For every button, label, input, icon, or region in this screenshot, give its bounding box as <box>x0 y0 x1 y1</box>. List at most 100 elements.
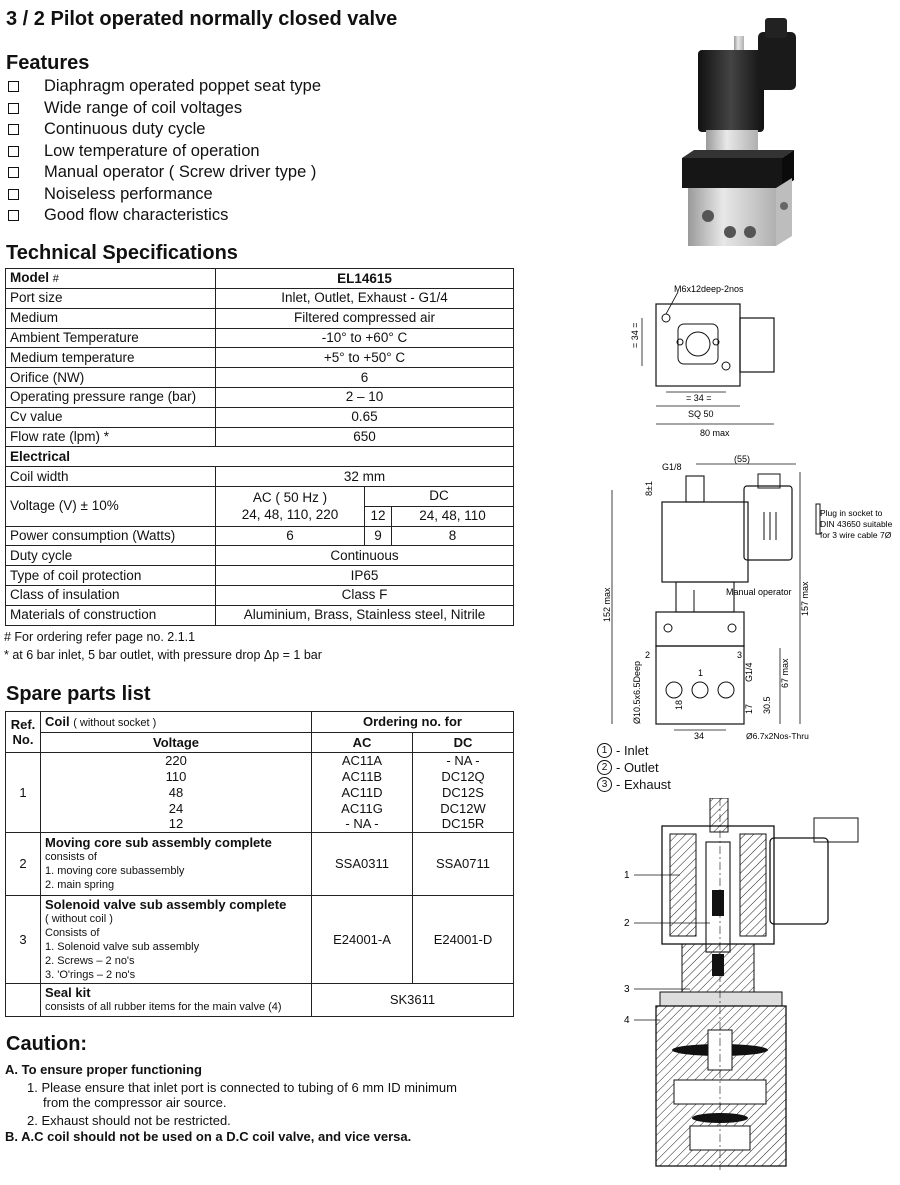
ref-cell: 3 <box>5 895 41 984</box>
spec-value: -10° to +60° C <box>215 327 514 349</box>
dim-label: DIN 43650 suitable <box>820 519 893 529</box>
side-view-drawing: G1/8 (55) 8±1 Plug in socket to DIN 4365… <box>602 454 893 741</box>
checkbox-bullet-icon <box>8 167 19 179</box>
table-row: Voltage (V) ± 10% AC ( 50 Hz )24, 48, 11… <box>5 485 514 527</box>
spec-label: Orifice (NW) <box>5 367 216 388</box>
table-row: Operating pressure range (bar)2 – 10 <box>5 386 514 408</box>
number-circle-icon: 1 <box>597 743 612 758</box>
spec-value: 9 <box>364 525 392 547</box>
table-row: 12 - NA - DC15R <box>6 816 514 833</box>
flow-rate-note: * at 6 bar inlet, 5 bar outlet, with pre… <box>4 648 322 662</box>
dc-code-cell: DC12Q <box>412 768 514 785</box>
dim-label: G1/8 <box>662 462 682 472</box>
dc-code-cell: DC12W <box>412 800 514 817</box>
caution-item-b: B. A.C coil should not be used on a D.C … <box>5 1129 412 1144</box>
part-callout-label: 2 <box>624 918 630 929</box>
dim-label: 67 max <box>780 658 790 688</box>
spec-label: Cv value <box>5 406 216 428</box>
ac-code-cell: AC11D <box>311 784 413 801</box>
voltage-header: Voltage <box>40 732 312 753</box>
ac-code-cell: - NA - <box>311 816 413 833</box>
checkbox-bullet-icon <box>8 124 19 136</box>
body-outline-shape <box>655 303 741 387</box>
voltage-cell: 12 <box>40 816 312 833</box>
ref-cell: 1 <box>5 752 41 833</box>
spec-label: Flow rate (lpm) * <box>5 426 216 448</box>
table-row: 24 AC11G DC12W <box>6 800 514 817</box>
dim-label: 8±1 <box>644 481 654 496</box>
table-row: 1 220 AC11A - NA - <box>5 752 514 833</box>
ordering-header: Ordering no. for <box>311 711 514 733</box>
port-label: 1 <box>698 668 703 678</box>
table-row: Power consumption (Watts) 6 9 8 <box>5 525 514 547</box>
port-label: 2 <box>645 650 650 660</box>
spec-label: Coil width <box>5 466 216 487</box>
spec-label: Medium <box>5 307 216 329</box>
dim-label: M6x12deep-2nos <box>674 284 744 294</box>
ac-voltage-cell: AC ( 50 Hz )24, 48, 110, 220 <box>215 485 365 527</box>
dim-label: SQ 50 <box>688 409 714 419</box>
spec-value: Class F <box>215 584 514 606</box>
socket-outline-shape <box>743 485 793 561</box>
dc-code-cell: - NA - <box>412 752 514 769</box>
table-row: 110 AC11B DC12Q <box>6 768 514 785</box>
spec-value: 2 – 10 <box>215 386 514 408</box>
dc-header: DC <box>412 732 514 753</box>
dim-label: = 34 = <box>630 322 640 348</box>
table-row: Seal kit consists of all rubber items fo… <box>5 983 514 1017</box>
legend-item: 3- Exhaust <box>597 776 671 793</box>
spec-label: Ambient Temperature <box>5 327 216 349</box>
spec-value: +5° to +50° C <box>215 347 514 369</box>
ac-header: AC <box>311 732 413 753</box>
feature-item: Manual operator ( Screw driver type ) <box>6 162 321 184</box>
top-view-drawing: M6x12deep-2nos = 34 = = 34 = SQ 50 80 ma… <box>630 284 775 438</box>
table-row: Model # EL14615 <box>5 268 514 289</box>
spec-label: Duty cycle <box>5 545 216 567</box>
coil-body-shape <box>698 50 764 132</box>
sectional-view-drawing: 1 2 3 4 <box>624 798 859 1170</box>
voltage-cell: 110 <box>40 768 312 785</box>
number-circle-icon: 3 <box>597 777 612 792</box>
socket-connector-shape <box>758 32 796 90</box>
cable-gland-shape <box>765 18 787 38</box>
dim-label: 17 <box>744 704 754 714</box>
valve-cover-shape <box>682 158 782 188</box>
dc-code-cell: SSA0711 <box>412 832 514 896</box>
socket-section-shape <box>769 837 829 925</box>
feature-item: Continuous duty cycle <box>6 119 321 141</box>
part-description: Seal kit consists of all rubber items fo… <box>40 983 312 1017</box>
dim-label: 30.5 <box>762 696 772 714</box>
tech-spec-heading: Technical Specifications <box>6 242 238 264</box>
spare-parts-heading: Spare parts list <box>6 683 151 705</box>
feature-item: Noiseless performance <box>6 184 321 206</box>
spec-value: 32 mm <box>215 466 514 487</box>
dim-label: 152 max <box>602 587 612 622</box>
checkbox-bullet-icon <box>8 188 19 200</box>
feature-item: Good flow characteristics <box>6 205 321 227</box>
checkbox-bullet-icon <box>8 102 19 114</box>
features-heading: Features <box>6 52 90 74</box>
caution-block: A. To ensure proper functioning 1. Pleas… <box>5 1062 457 1145</box>
dim-label: (55) <box>734 454 750 464</box>
part-callout-label: 1 <box>624 870 630 881</box>
spec-value: 0.65 <box>215 406 514 428</box>
table-row: Ambient Temperature-10° to +60° C <box>5 327 514 349</box>
voltage-cell: 220 <box>40 752 312 769</box>
spec-value: 650 <box>215 426 514 448</box>
dim-label: = 34 = <box>686 393 712 403</box>
ordering-note: # For ordering refer page no. 2.1.1 <box>4 630 196 644</box>
voltage-cell: 24 <box>40 800 312 817</box>
ref-cell: 2 <box>5 832 41 896</box>
spec-label: Operating pressure range (bar) <box>5 386 216 408</box>
checkbox-bullet-icon <box>8 210 19 222</box>
table-row: Electrical <box>5 446 514 468</box>
dc-voltage-cell: 24, 48, 110 <box>391 505 514 527</box>
caution-item-a2: 2. Exhaust should not be restricted. <box>27 1113 231 1128</box>
spec-label: Medium temperature <box>5 347 216 369</box>
dim-label: Ø10.5x6.5Deep <box>632 661 642 724</box>
socket-outline-shape <box>739 317 775 373</box>
